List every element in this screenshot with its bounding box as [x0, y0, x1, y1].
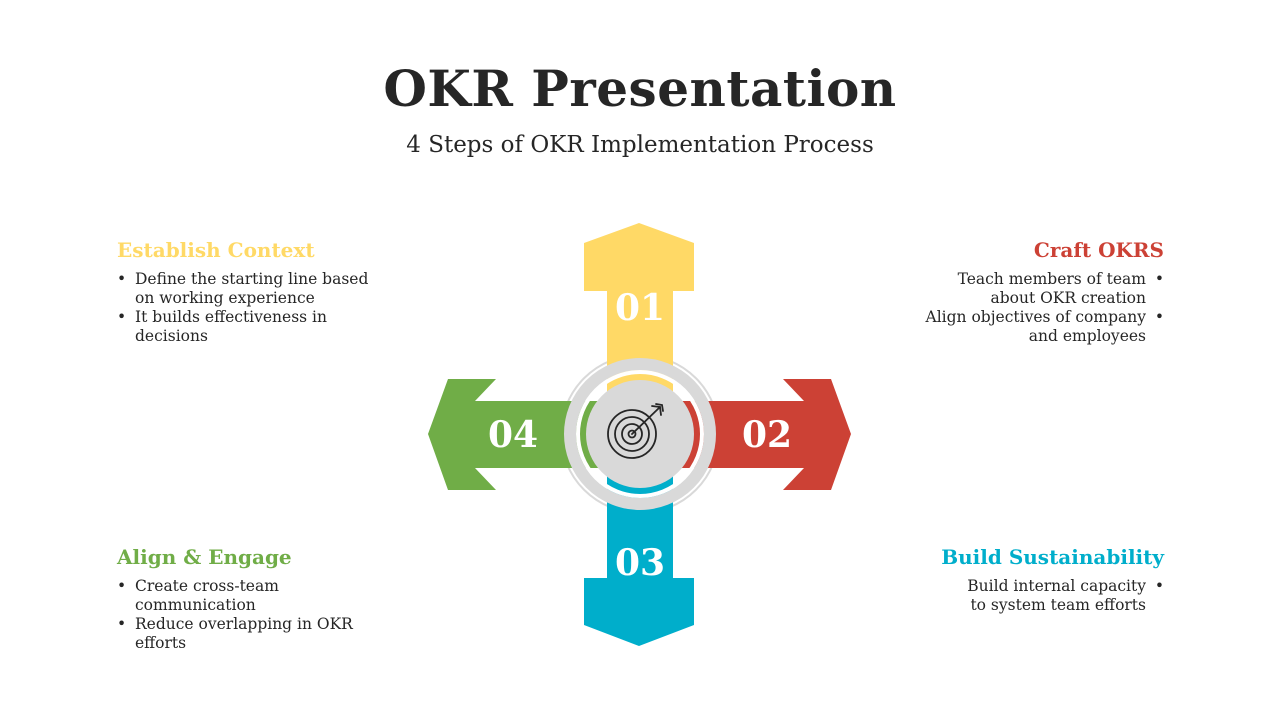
- step-03-text-block: Build Sustainability Build internal capa…: [900, 543, 1164, 615]
- step-02-bullet: Align objectives of company and employee…: [880, 308, 1164, 346]
- step-04-bullets: Create cross-team communication Reduce o…: [117, 577, 377, 653]
- step-04-arrow: [428, 379, 612, 490]
- step-01-number: 01: [615, 287, 665, 329]
- step-04-text-block: Align & Engage Create cross-team communi…: [117, 543, 377, 653]
- step-04-heading: Align & Engage: [117, 545, 292, 569]
- step-01-bullet: It builds effectiveness in decisions: [117, 308, 377, 346]
- page-subtitle: 4 Steps of OKR Implementation Process: [406, 132, 874, 158]
- step-02-bullets: Teach members of team about OKR creation…: [880, 270, 1164, 346]
- step-02-text-block: Craft OKRS Teach members of team about O…: [880, 236, 1164, 346]
- step-01-bullet: Define the starting line based on workin…: [117, 270, 377, 308]
- step-04-number: 04: [488, 414, 538, 456]
- center-gap-ring: [576, 370, 704, 498]
- step-03-bullet: Build internal capacity to system team e…: [900, 577, 1164, 615]
- step-02-number: 02: [742, 414, 792, 456]
- step-01-heading: Establish Context: [117, 238, 315, 262]
- step-01-bullets: Define the starting line based on workin…: [117, 270, 377, 346]
- step-02-arrow: [668, 379, 851, 490]
- step-04-bullet: Reduce overlapping in OKR efforts: [117, 615, 377, 653]
- target-dart-icon: [607, 403, 664, 459]
- step-04-bullet: Create cross-team communication: [117, 577, 377, 615]
- step-03-arrow: [584, 460, 694, 646]
- step-03-bullets: Build internal capacity to system team e…: [900, 577, 1164, 615]
- step-02-bullet: Teach members of team about OKR creation: [880, 270, 1164, 308]
- step-01-text-block: Establish Context Define the starting li…: [117, 236, 377, 346]
- step-02-heading: Craft OKRS: [1033, 238, 1164, 262]
- center-ring: [564, 358, 716, 510]
- page-title: OKR Presentation: [383, 59, 897, 118]
- center-disc: [586, 380, 694, 488]
- step-03-heading: Build Sustainability: [941, 545, 1164, 569]
- step-03-number: 03: [615, 542, 665, 584]
